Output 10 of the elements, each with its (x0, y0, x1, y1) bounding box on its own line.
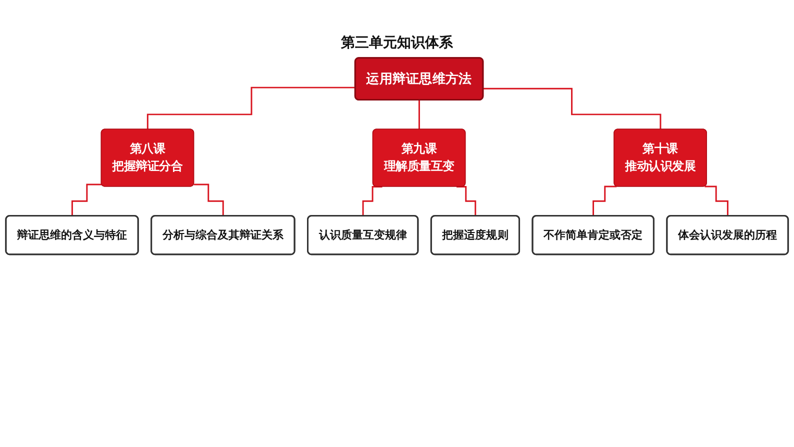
connector (418, 99, 420, 130)
connector (362, 186, 382, 217)
diagram-title: 第三单元知识体系 (341, 34, 453, 52)
connector (146, 86, 356, 130)
connector (592, 186, 617, 217)
connector (71, 184, 102, 217)
connector (194, 184, 224, 217)
connector (456, 186, 476, 217)
connector (483, 88, 662, 130)
connector (704, 186, 729, 217)
